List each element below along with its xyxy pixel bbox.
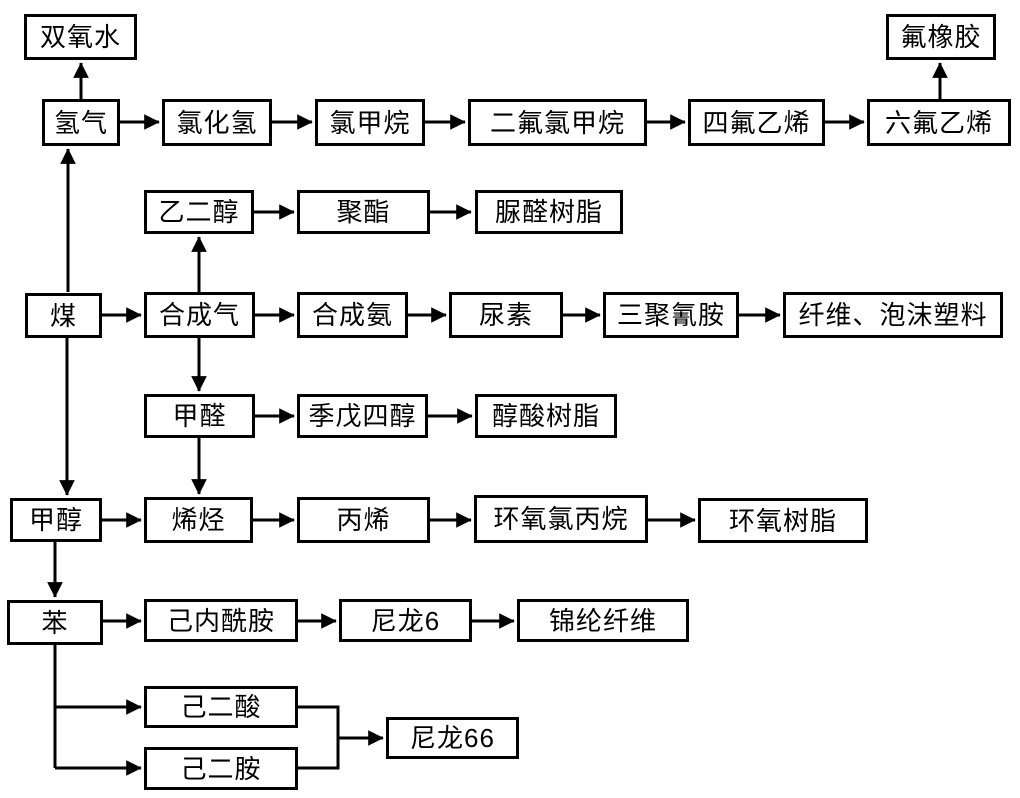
node-propylene: 丙烯 — [297, 497, 430, 543]
node-difluorochloromethane: 二氟氯甲烷 — [468, 99, 647, 146]
node-adipic-acid: 己二酸 — [144, 686, 298, 728]
node-epichlorohydrin: 环氧氯丙烷 — [474, 495, 648, 543]
node-fluororubber: 氟橡胶 — [886, 14, 996, 60]
node-methanol: 甲醇 — [10, 498, 102, 542]
node-epoxy-resin: 环氧树脂 — [698, 498, 868, 543]
node-alkyd-resin: 醇酸树脂 — [475, 394, 617, 438]
node-melamine: 三聚氰胺 — [603, 292, 739, 338]
node-caprolactam: 己内酰胺 — [144, 599, 298, 642]
node-pentaerythritol: 季戊四醇 — [297, 394, 428, 438]
node-nylon-6: 尼龙6 — [339, 599, 472, 642]
node-coal: 煤 — [25, 293, 102, 338]
node-polyester: 聚酯 — [297, 190, 430, 234]
node-polyamide-fiber: 锦纶纤维 — [517, 599, 689, 642]
node-hydrogen: 氢气 — [42, 99, 120, 146]
node-hexamethylenediamine: 己二胺 — [144, 747, 298, 790]
node-ethylene-glycol: 乙二醇 — [144, 190, 254, 234]
node-urea-formaldehyde-resin: 脲醛树脂 — [475, 190, 623, 234]
node-synthetic-ammonia: 合成氨 — [297, 292, 408, 338]
node-benzene: 苯 — [7, 600, 103, 645]
node-fiber-foam-plastic: 纤维、泡沫塑料 — [783, 292, 1003, 338]
node-hydrogen-peroxide: 双氧水 — [24, 14, 137, 60]
node-olefins: 烯烃 — [144, 497, 253, 543]
node-tetrafluoroethylene: 四氟乙烯 — [688, 99, 825, 146]
node-formaldehyde: 甲醛 — [144, 394, 255, 438]
node-urea: 尿素 — [449, 292, 563, 338]
node-hexafluoroethylene: 六氟乙烯 — [867, 99, 1011, 146]
node-chloromethane: 氯甲烷 — [315, 99, 425, 146]
node-syngas: 合成气 — [144, 292, 255, 338]
node-hydrogen-chloride: 氯化氢 — [162, 99, 272, 146]
node-nylon-66: 尼龙66 — [386, 717, 519, 759]
